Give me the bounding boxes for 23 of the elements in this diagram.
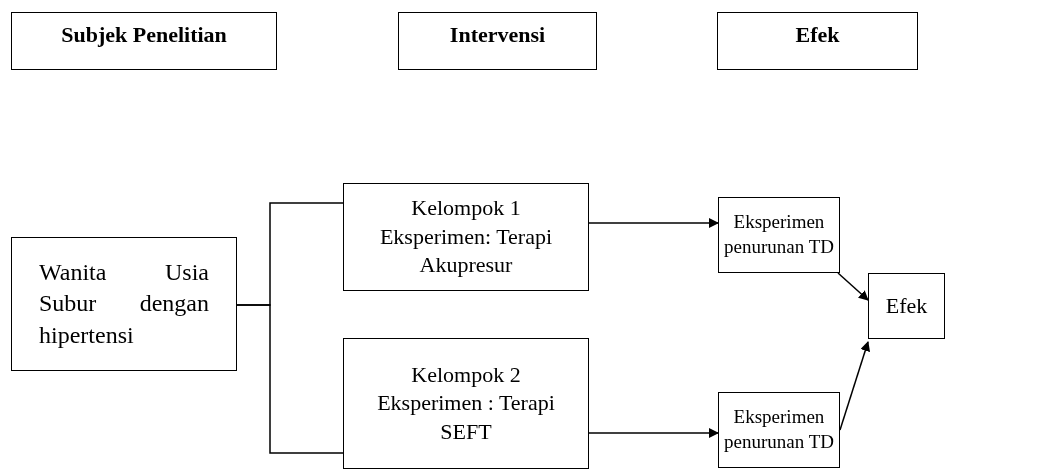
node-text: Efek xyxy=(795,21,840,49)
process-box xyxy=(718,197,840,273)
column-header-box xyxy=(398,12,597,70)
node-text: Efek xyxy=(885,291,928,320)
process-box xyxy=(718,392,840,468)
arrow xyxy=(837,272,869,301)
arrow xyxy=(588,428,719,438)
process-box xyxy=(868,273,945,339)
process-box xyxy=(343,338,589,469)
node-text: Eksperimen penurunan TD xyxy=(723,210,835,259)
node-text: Kelompok 1 Eksperimen: Terapi Akupresur xyxy=(378,194,554,280)
connector-line xyxy=(236,304,344,454)
arrow xyxy=(588,218,719,228)
process-box xyxy=(11,237,237,371)
process-box xyxy=(343,183,589,291)
node-text: Eksperimen penurunan TD xyxy=(723,405,835,454)
arrow xyxy=(839,341,871,431)
node-text: Wanita Usia Subur dengan hipertensi xyxy=(39,258,209,350)
node-text: Kelompok 2 Eksperimen : Terapi SEFT xyxy=(376,360,556,446)
node-text: Subjek Penelitian xyxy=(61,21,227,49)
column-header-box xyxy=(11,12,277,70)
node-text: Intervensi xyxy=(449,21,546,49)
column-header-box xyxy=(717,12,918,70)
